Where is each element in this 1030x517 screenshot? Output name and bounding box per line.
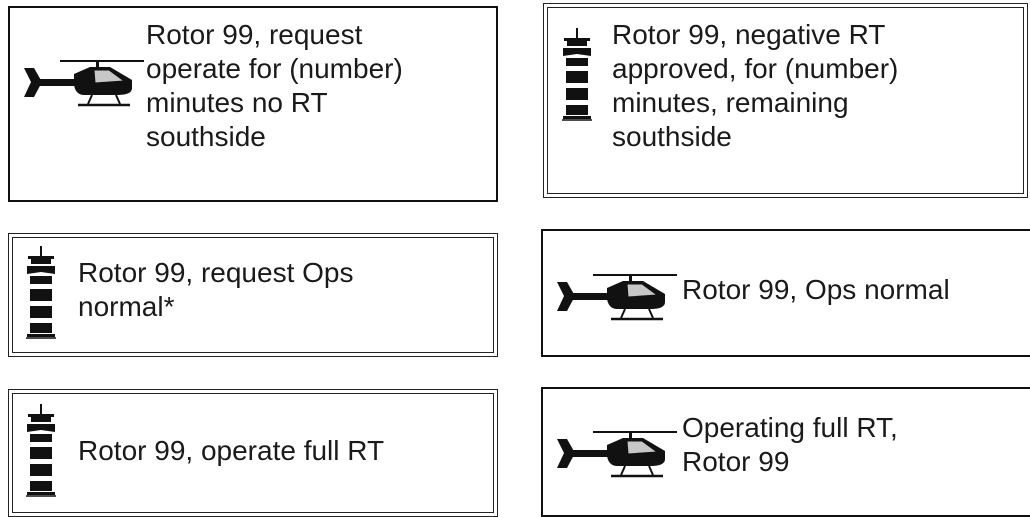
control-tower-icon <box>562 28 592 121</box>
control-tower-icon <box>26 404 56 497</box>
message-text: Rotor 99, operate full RT <box>78 435 385 466</box>
message-box-pilot-operating-full-rt: Operating full RT, Rotor 99 <box>541 387 1030 517</box>
message-box-tower-operate-full-rt: Rotor 99, operate full RT <box>8 389 498 517</box>
helicopter-icon <box>557 274 677 321</box>
message-box-tower-request-ops-normal: Rotor 99, request Ops normal* <box>8 233 498 357</box>
message-text: Rotor 99, negative RT approved, for (num… <box>612 19 899 152</box>
message-box-pilot-request-no-rt: Rotor 99, request operate for (number) m… <box>8 6 498 202</box>
message-text: Rotor 99, Ops normal <box>682 274 950 305</box>
message-text: Rotor 99, request Ops normal* <box>78 257 354 322</box>
message-box-pilot-ops-normal: Rotor 99, Ops normal <box>541 229 1030 357</box>
message-text: Operating full RT, Rotor 99 <box>682 412 898 477</box>
message-text: Rotor 99, request operate for (number) m… <box>146 19 403 152</box>
control-tower-icon <box>26 246 56 339</box>
helicopter-icon <box>557 431 677 478</box>
helicopter-icon <box>24 60 144 107</box>
message-box-tower-negative-rt: Rotor 99, negative RT approved, for (num… <box>543 3 1028 198</box>
